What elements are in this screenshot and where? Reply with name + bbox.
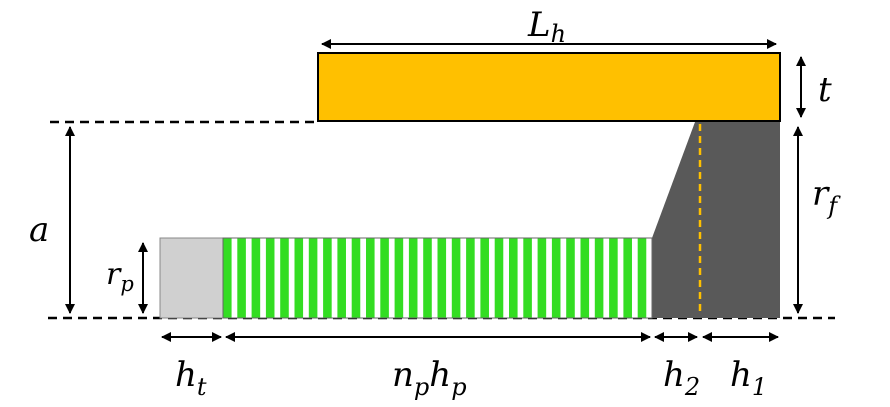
pin-stripe	[480, 238, 489, 318]
label-ht: ht	[175, 355, 207, 401]
pin-stripe	[551, 238, 561, 318]
pin-stripe	[537, 238, 547, 318]
flange-body	[652, 122, 780, 318]
pin-stripe	[580, 238, 590, 318]
pin-stripe	[623, 238, 632, 318]
pin-stripe	[594, 238, 604, 318]
pin-stripe	[308, 238, 318, 318]
pin-stripe	[466, 238, 475, 318]
pin-region-outline	[222, 237, 653, 319]
label-h1: h1	[730, 355, 767, 401]
tip-section	[159, 237, 224, 319]
pin-stripe	[451, 238, 461, 318]
pin-stripe	[265, 238, 275, 318]
pin-stripe	[351, 238, 361, 318]
pin-stripe	[394, 238, 404, 318]
label-nphp: nphp	[392, 355, 467, 401]
label-lh: Lh	[527, 5, 566, 48]
label-rf: rf	[812, 174, 841, 220]
label-a: a	[29, 210, 49, 250]
label-h2: h2	[663, 355, 700, 401]
label-rp: rp	[106, 257, 134, 296]
housing-rectangle	[317, 52, 781, 122]
pin-stripe	[366, 238, 375, 318]
pin-stripe	[251, 238, 261, 318]
pin-stripe	[323, 238, 332, 318]
pin-stripe	[280, 238, 289, 318]
pin-stripe	[237, 238, 246, 318]
pin-stripe	[423, 238, 432, 318]
pin-stripe	[437, 238, 447, 318]
pin-stripe	[637, 238, 647, 318]
pin-stripe	[509, 238, 518, 318]
pin-stripe	[609, 238, 618, 318]
pin-region	[223, 238, 652, 318]
pin-stripe	[337, 238, 346, 318]
label-t: t	[818, 70, 832, 110]
pin-stripe	[566, 238, 575, 318]
pin-stripe	[223, 238, 232, 318]
pin-stripe	[294, 238, 304, 318]
pin-stripe	[494, 238, 504, 318]
pin-stripe	[523, 238, 532, 318]
pin-stripe	[408, 238, 418, 318]
pin-stripe	[380, 238, 389, 318]
